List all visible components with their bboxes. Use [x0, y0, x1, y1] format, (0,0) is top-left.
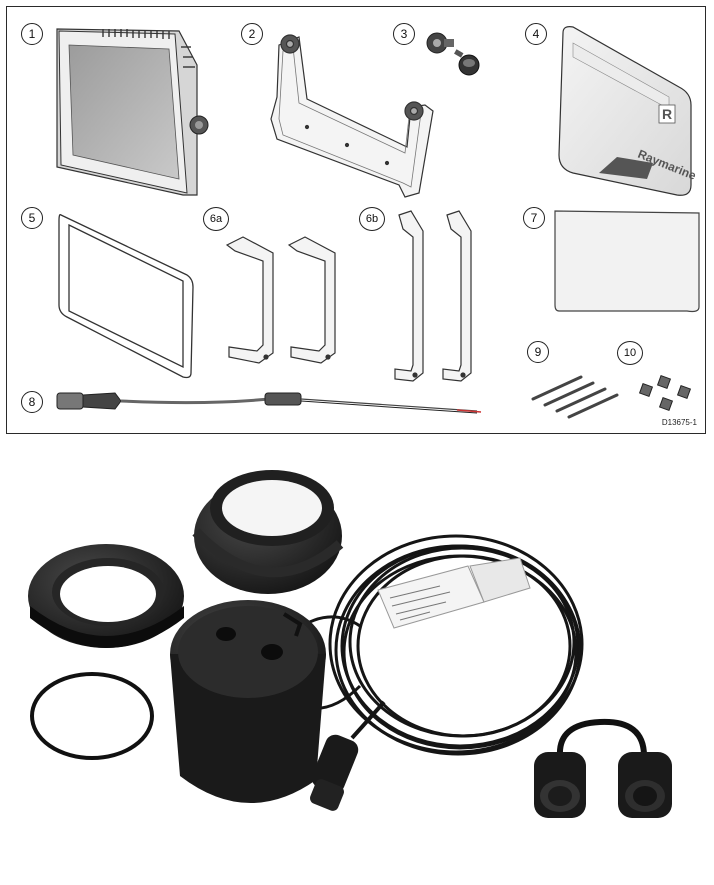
transducer-cable	[239, 534, 584, 788]
adaptor-cable	[534, 718, 672, 818]
power-cable	[56, 392, 482, 414]
clamp-brackets-short	[225, 236, 336, 364]
transducer-connector	[310, 700, 386, 811]
parts-drawing: R Raymarine	[56, 26, 700, 419]
callout-5: 5	[21, 207, 43, 229]
clamp-brackets-long	[394, 210, 472, 382]
fairing-sleeve	[192, 470, 344, 594]
callout-4: 4	[525, 23, 547, 45]
drawing-reference-code: D13675-1	[661, 418, 697, 427]
callout-6b: 6b	[359, 207, 385, 231]
callout-7: 7	[523, 207, 545, 229]
locking-ring	[28, 544, 184, 648]
sun-cover: R Raymarine	[558, 26, 698, 196]
panel-gasket	[58, 213, 194, 379]
callout-1: 1	[21, 23, 43, 45]
o-ring	[30, 672, 154, 760]
transducer-kit-drawing	[28, 470, 672, 818]
bracket-knobs	[426, 32, 480, 76]
transducer-kit-photo	[0, 456, 714, 880]
mounting-template	[554, 210, 700, 313]
callout-9: 9	[527, 341, 549, 363]
callout-8: 8	[21, 391, 43, 413]
fixing-screws	[531, 375, 619, 419]
sun-cover-logo: R	[662, 106, 672, 122]
display-unit	[56, 28, 209, 196]
trunnion-bracket	[270, 34, 434, 198]
callout-6a: 6a	[203, 207, 229, 231]
callout-2: 2	[241, 23, 263, 45]
cable-tag	[377, 557, 531, 629]
fixing-nuts	[638, 374, 692, 412]
callout-10: 10	[617, 341, 643, 365]
parts-diagram: R Raymarine	[6, 6, 706, 434]
callout-3: 3	[393, 23, 415, 45]
transducer-housing	[170, 600, 326, 804]
